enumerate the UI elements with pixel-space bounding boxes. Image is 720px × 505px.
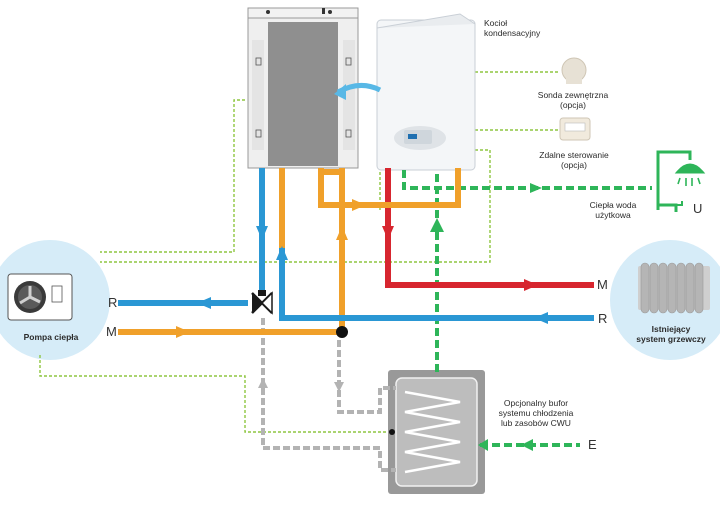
buffer-label: Opcjonalny bufor systemu chłodzenia lub … bbox=[498, 398, 574, 428]
heat-pump-label: Pompa ciepła bbox=[23, 332, 79, 342]
grey-loop bbox=[261, 318, 396, 472]
e-letter: E bbox=[588, 437, 597, 452]
orange-pipes bbox=[118, 168, 461, 335]
remote-control-icon bbox=[559, 117, 591, 141]
hydraulic-module bbox=[247, 7, 359, 169]
condensing-boiler bbox=[376, 13, 476, 171]
m-right-letter: M bbox=[597, 277, 608, 292]
radiator-icon bbox=[638, 262, 710, 314]
shower-icon bbox=[656, 150, 706, 212]
outdoor-sensor-label: Sonda zewnętrzna (opcja) bbox=[537, 90, 609, 110]
m-left-letter: M bbox=[106, 324, 117, 339]
hot-water-label: Ciepła woda użytkowa bbox=[589, 200, 637, 220]
remote-control-label: Zdalne sterowanie (opcja) bbox=[539, 150, 609, 170]
red-supply-pipe bbox=[385, 168, 594, 288]
junction-point bbox=[336, 326, 348, 338]
control-wiring bbox=[39, 71, 560, 433]
buffer-tank bbox=[388, 370, 485, 494]
blue-return-pipes bbox=[118, 168, 594, 321]
outdoor-sensor-icon bbox=[561, 57, 587, 84]
boiler-label: Kocioł kondensacyjny bbox=[484, 18, 541, 38]
existing-heating-label: Istniejący system grzewczy bbox=[636, 324, 706, 344]
u-letter: U bbox=[693, 201, 703, 216]
r-right-letter: R bbox=[598, 311, 608, 326]
heat-pump-unit bbox=[7, 273, 73, 321]
three-way-valve bbox=[251, 290, 273, 315]
r-left-letter: R bbox=[108, 295, 118, 310]
